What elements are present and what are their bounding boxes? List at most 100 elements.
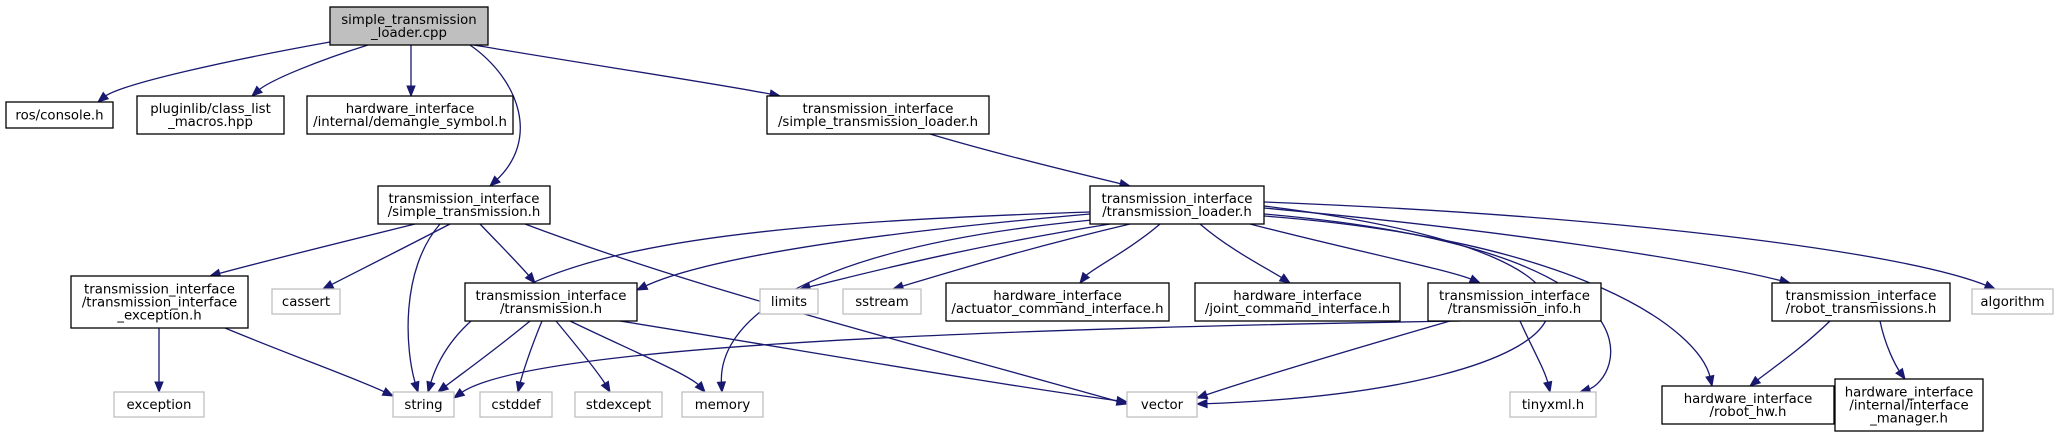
edge-line <box>1084 223 1161 278</box>
node-ti-t[interactable]: transmission_interface/transmission.h <box>464 282 638 322</box>
node-label-line: /internal/interface <box>1849 399 1968 414</box>
edge-line <box>1519 320 1549 385</box>
node-im[interactable]: hardware_interface/internal/interface_ma… <box>1834 378 1984 432</box>
node-label-line: ros/console.h <box>15 109 103 124</box>
node-ti-rt[interactable]: transmission_interface/robot_transmissio… <box>1771 282 1951 322</box>
node-ti-st[interactable]: transmission_interface/simple_transmissi… <box>377 185 551 225</box>
edge-ti_tl-to-sstream <box>891 223 1131 291</box>
arrowhead <box>1079 271 1091 285</box>
node-label-line: hardware_interface <box>1845 386 1974 401</box>
node-box <box>766 95 990 135</box>
edge-ti_t-to-memory <box>569 320 706 394</box>
edge-ti_te-to-exception <box>154 328 164 394</box>
edge-ti_t-to-cstddef <box>515 320 543 394</box>
edge-root-to-ti_st <box>469 44 521 187</box>
node-label-line: transmission_interface <box>803 102 954 117</box>
node-label-line: cassert <box>282 295 330 310</box>
node-label-line: algorithm <box>1980 295 2044 310</box>
node-pluginlib[interactable]: pluginlib/class_list_macros.hpp <box>136 95 285 135</box>
edge-ti_st-to-cassert <box>321 223 451 290</box>
node-box <box>479 391 553 418</box>
node-ti-te[interactable]: transmission_interface/transmission_inte… <box>70 275 249 329</box>
arrowhead <box>1195 390 1209 400</box>
edge-ti_ti-to-vector <box>1195 320 1451 400</box>
edge-ti_tl-to-ti_t <box>635 213 1091 291</box>
edge-ti_tl-to-limits <box>798 223 1111 292</box>
edge-ti_tl-to-algorithm <box>1263 201 1997 290</box>
node-label-line: pluginlib/class_list <box>150 102 271 117</box>
node-memory[interactable]: memory <box>681 391 764 418</box>
edge-line <box>1263 201 1988 287</box>
edge-root-to-demangle <box>406 44 416 98</box>
arrowhead <box>694 380 706 394</box>
edge-ti_rt-to-im <box>1879 320 1906 381</box>
arrowhead <box>524 271 536 285</box>
node-label-line: _loader.cpp <box>370 26 447 41</box>
node-label-line: _manager.h <box>1869 412 1948 427</box>
edge-line <box>469 44 521 182</box>
edge-ti_t-to-stdexcept <box>555 320 611 394</box>
node-box <box>1427 282 1602 322</box>
node-demangle[interactable]: hardware_interface/internal/demangle_sym… <box>306 95 514 135</box>
arrowhead <box>1543 380 1553 394</box>
node-string[interactable]: string <box>392 391 455 418</box>
node-label-line: /simple_transmission.h <box>388 205 541 220</box>
node-jci[interactable]: hardware_interface/joint_command_interfa… <box>1194 282 1401 322</box>
node-algorithm[interactable]: algorithm <box>1971 288 2054 315</box>
arrowhead <box>96 91 110 103</box>
edge-line <box>929 133 1123 185</box>
node-label-line: vector <box>1141 398 1184 413</box>
node-label-line: string <box>404 398 442 413</box>
node-label-line: /transmission_loader.h <box>1102 205 1252 220</box>
edge-ti_tl-to-jci <box>1199 223 1292 284</box>
node-box <box>1089 185 1265 225</box>
node-box <box>1126 391 1198 418</box>
node-limits[interactable]: limits <box>759 288 819 315</box>
node-cassert[interactable]: cassert <box>271 288 341 315</box>
node-label-line: hardware_interface <box>1684 392 1813 407</box>
edge-line <box>407 223 441 385</box>
edge-line <box>643 213 1091 288</box>
node-box <box>842 288 922 315</box>
edge-ti_tl-to-ti_ti <box>1249 223 1482 284</box>
node-label-line: /actuator_command_interface.h <box>951 302 1163 317</box>
node-label-line: transmission_interface <box>1102 192 1253 207</box>
edge-line <box>1755 320 1831 382</box>
edge-line <box>479 223 531 278</box>
node-ros-console[interactable]: ros/console.h <box>5 101 114 129</box>
arrowhead <box>452 387 466 399</box>
arrowhead <box>406 85 416 98</box>
edge-line <box>257 44 369 92</box>
node-cstddef[interactable]: cstddef <box>479 391 553 418</box>
node-stdexcept[interactable]: stdexcept <box>574 391 663 418</box>
edge-ti_st-to-ti_te <box>208 223 416 278</box>
edge-line <box>807 223 1111 288</box>
node-box <box>681 391 764 418</box>
node-tinyxml[interactable]: tinyxml.h <box>1509 391 1597 418</box>
edge-ti_tl-to-aci <box>1079 223 1161 285</box>
node-label-line: /internal/demangle_symbol.h <box>313 115 507 130</box>
arrowhead <box>635 281 649 291</box>
node-box <box>945 282 1170 322</box>
node-box <box>136 95 285 135</box>
node-robot-hw[interactable]: hardware_interface/robot_hw.h <box>1661 385 1835 425</box>
node-ti-tl[interactable]: transmission_interface/transmission_load… <box>1089 185 1265 225</box>
arrowhead <box>321 279 335 290</box>
node-label-line: transmission_interface <box>84 283 235 298</box>
edge-line <box>473 44 773 96</box>
edge-ti_t-to-vector <box>619 320 1129 406</box>
node-box <box>1834 378 1984 432</box>
node-ti-stl[interactable]: transmission_interface/simple_transmissi… <box>766 95 990 135</box>
node-aci[interactable]: hardware_interface/actuator_command_inte… <box>945 282 1170 322</box>
edge-line <box>519 320 543 385</box>
node-vector[interactable]: vector <box>1126 391 1198 418</box>
edge-line <box>460 320 1461 394</box>
node-ti-ti[interactable]: transmission_interface/transmission_info… <box>1427 282 1602 322</box>
edge-line <box>1204 320 1451 397</box>
node-sstream[interactable]: sstream <box>842 288 922 315</box>
edge-line <box>443 320 531 388</box>
edge-line <box>1263 207 1783 282</box>
node-exception[interactable]: exception <box>113 391 205 418</box>
edge-root-to-pluginlib <box>250 44 369 97</box>
